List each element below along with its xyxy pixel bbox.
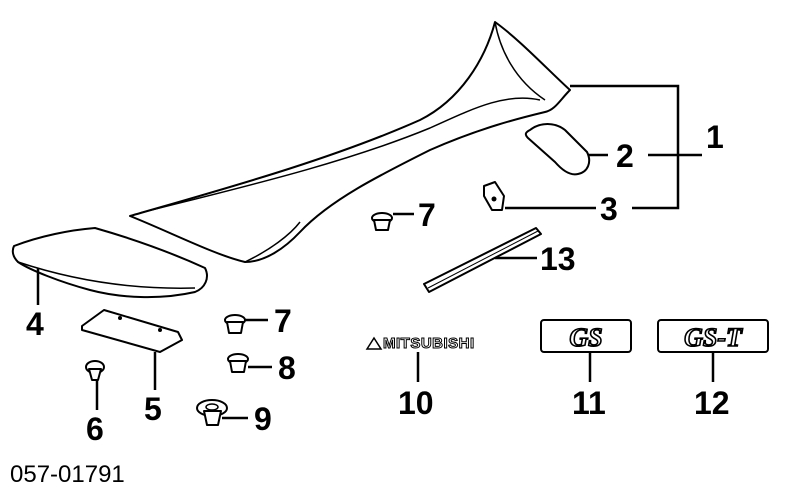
callout-9: 9	[254, 401, 272, 437]
molding-strip-part	[423, 227, 542, 293]
callout-3: 3	[600, 191, 618, 227]
three-diamond-logo	[365, 336, 383, 350]
leader-lines	[36, 84, 715, 420]
catalog-number: 057-01791	[10, 461, 125, 488]
callout-10: 10	[398, 385, 434, 421]
clip-part	[483, 181, 505, 211]
nut-upper-part	[371, 212, 393, 231]
callout-7-lower: 7	[274, 303, 292, 339]
callout-7-upper: 7	[418, 197, 436, 233]
callout-labels: 1 2 3 7 13 4 7 8 5 6 9 10 11 12	[26, 119, 730, 447]
callout-6: 6	[86, 411, 104, 447]
nut-lower-part	[224, 314, 246, 334]
spoiler-pad-part	[524, 123, 591, 176]
nut-part	[227, 353, 249, 373]
callout-4: 4	[26, 306, 44, 342]
callout-1: 1	[706, 119, 724, 155]
callout-8: 8	[278, 350, 296, 386]
mitsubishi-emblem-text: MITSUBISHI	[383, 335, 475, 352]
callout-13: 13	[540, 241, 576, 277]
rear-spoiler-part	[129, 21, 571, 263]
lower-wing-part	[11, 227, 208, 299]
gs-emblem-text: GS	[569, 323, 602, 352]
washer-part	[196, 399, 228, 426]
callout-5: 5	[144, 391, 162, 427]
bracket-part	[81, 309, 183, 353]
grommet-part	[85, 360, 105, 381]
gst-emblem-part: GS-T	[657, 319, 769, 353]
mitsubishi-emblem-part: MITSUBISHI	[365, 335, 475, 353]
callout-12: 12	[694, 385, 730, 421]
callout-11: 11	[572, 385, 606, 421]
callout-2: 2	[616, 138, 634, 174]
gs-emblem-part: GS	[540, 319, 632, 353]
gst-emblem-text: GS-T	[684, 323, 743, 352]
